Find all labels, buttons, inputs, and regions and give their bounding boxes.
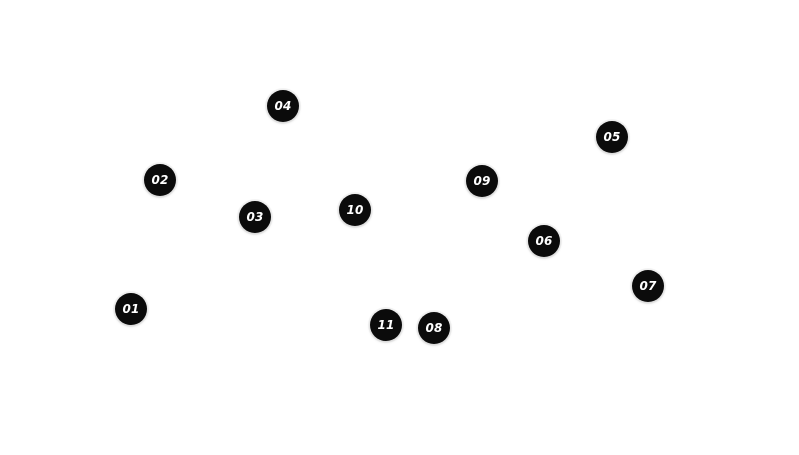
marker-06-label: 06	[535, 234, 553, 248]
marker-07-label: 07	[639, 279, 657, 293]
marker-07[interactable]: 07	[632, 270, 664, 302]
marker-04-label: 04	[274, 99, 292, 113]
marker-09[interactable]: 09	[466, 165, 498, 197]
marker-02-label: 02	[151, 173, 169, 187]
marker-08[interactable]: 08	[418, 312, 450, 344]
marker-11[interactable]: 11	[370, 309, 402, 341]
marker-03[interactable]: 03	[239, 201, 271, 233]
marker-06[interactable]: 06	[528, 225, 560, 257]
marker-09-label: 09	[473, 174, 491, 188]
marker-04[interactable]: 04	[267, 90, 299, 122]
marker-02[interactable]: 02	[144, 164, 176, 196]
marker-08-label: 08	[425, 321, 443, 335]
marker-11-label: 11	[377, 318, 395, 332]
marker-05[interactable]: 05	[596, 121, 628, 153]
marker-10-label: 10	[346, 203, 364, 217]
marker-01[interactable]: 01	[115, 293, 147, 325]
marker-03-label: 03	[246, 210, 264, 224]
marker-10[interactable]: 10	[339, 194, 371, 226]
marker-05-label: 05	[603, 130, 621, 144]
marker-01-label: 01	[122, 302, 140, 316]
